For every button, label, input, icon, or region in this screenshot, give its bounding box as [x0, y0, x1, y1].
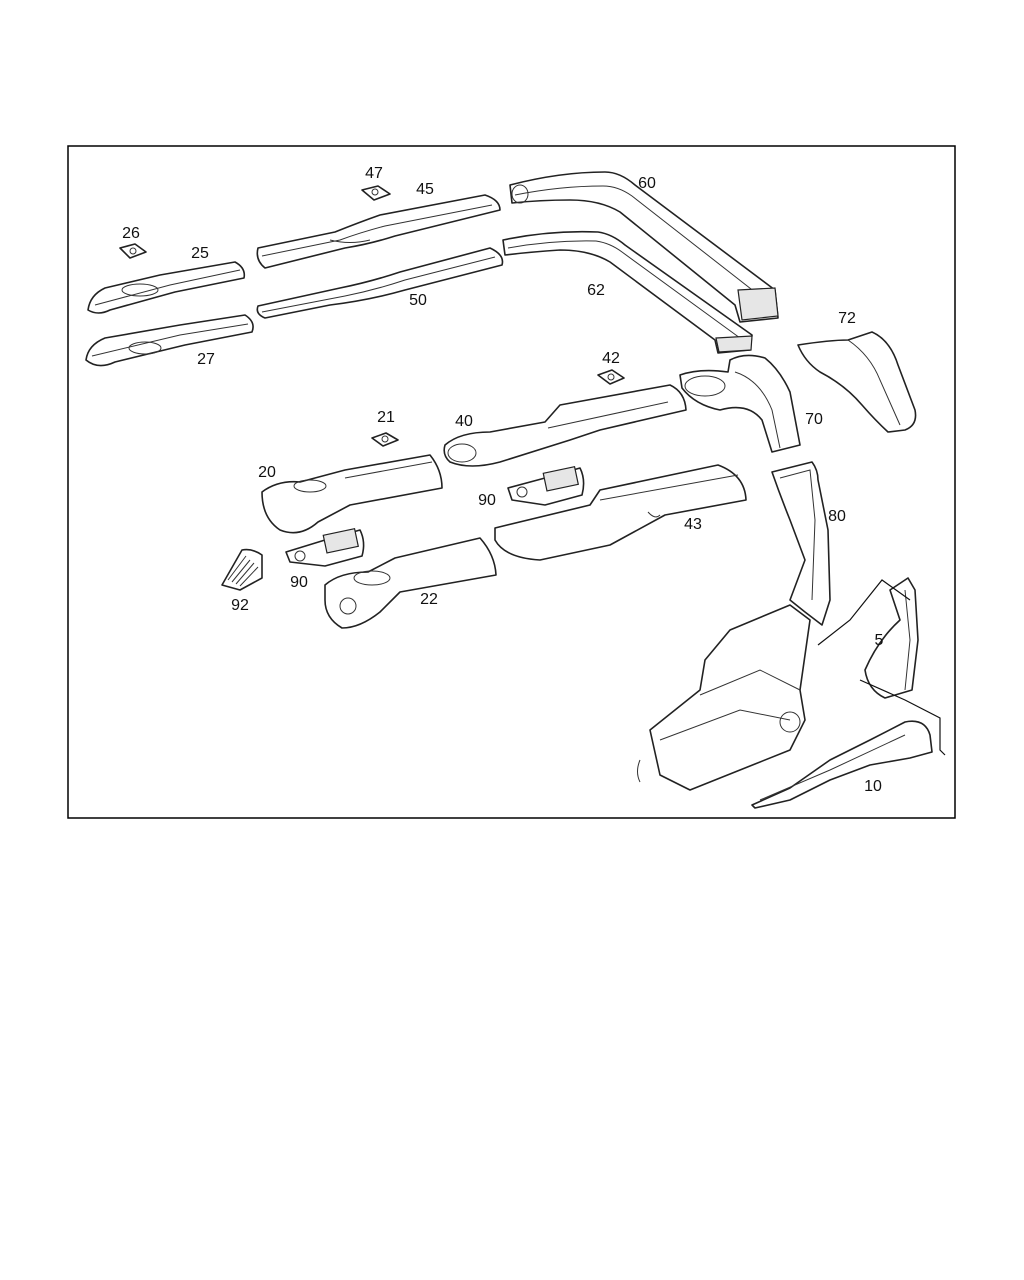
callout-43: 43	[684, 516, 702, 533]
callout-50: 50	[409, 292, 427, 309]
callout-10: 10	[864, 778, 882, 795]
part-72-duct[interactable]	[797, 331, 917, 433]
callout-25: 25	[191, 245, 209, 262]
part-90-vent-lower[interactable]	[285, 527, 365, 567]
callout-80: 80	[828, 508, 846, 525]
part-92-grille[interactable]	[221, 548, 263, 591]
part-45-duct[interactable]	[256, 194, 501, 269]
part-60-duct[interactable]	[509, 171, 779, 323]
part-90-vent-upper[interactable]	[507, 465, 585, 506]
callout-5: 5	[875, 632, 884, 649]
part-20-duct[interactable]	[261, 454, 443, 534]
part-43-duct[interactable]	[494, 464, 747, 561]
part-27-duct[interactable]	[85, 314, 254, 367]
part-5-duct[interactable]	[864, 577, 919, 699]
part-62-duct[interactable]	[502, 230, 753, 354]
part-21-clip[interactable]	[371, 432, 399, 447]
part-47-clip[interactable]	[361, 185, 391, 201]
leader-line-5	[859, 679, 946, 756]
part-10-duct[interactable]	[751, 720, 933, 809]
callout-42: 42	[602, 350, 620, 367]
callout-90-lower: 90	[290, 574, 308, 591]
callout-27: 27	[197, 351, 215, 368]
callout-92: 92	[231, 597, 249, 614]
callout-70: 70	[805, 411, 823, 428]
callout-26: 26	[122, 225, 140, 242]
hvac-housing	[637, 604, 811, 791]
callout-21: 21	[377, 409, 395, 426]
part-42-clip[interactable]	[597, 369, 625, 385]
leader-line-80	[817, 579, 911, 646]
callout-20: 20	[258, 464, 276, 481]
part-22-duct[interactable]	[324, 537, 497, 629]
part-26-clip[interactable]	[119, 243, 147, 259]
part-50-duct[interactable]	[256, 247, 504, 319]
callout-40: 40	[455, 413, 473, 430]
part-80-duct[interactable]	[771, 461, 831, 626]
diagram-frame	[67, 145, 956, 819]
callout-45: 45	[416, 181, 434, 198]
callout-72: 72	[838, 310, 856, 327]
callout-22: 22	[420, 591, 438, 608]
part-70-duct[interactable]	[679, 354, 801, 453]
part-25-duct[interactable]	[87, 261, 246, 314]
callout-90-upper: 90	[478, 492, 496, 509]
callout-60: 60	[638, 175, 656, 192]
part-40-duct[interactable]	[443, 384, 687, 467]
callout-47: 47	[365, 165, 383, 182]
callout-62: 62	[587, 282, 605, 299]
